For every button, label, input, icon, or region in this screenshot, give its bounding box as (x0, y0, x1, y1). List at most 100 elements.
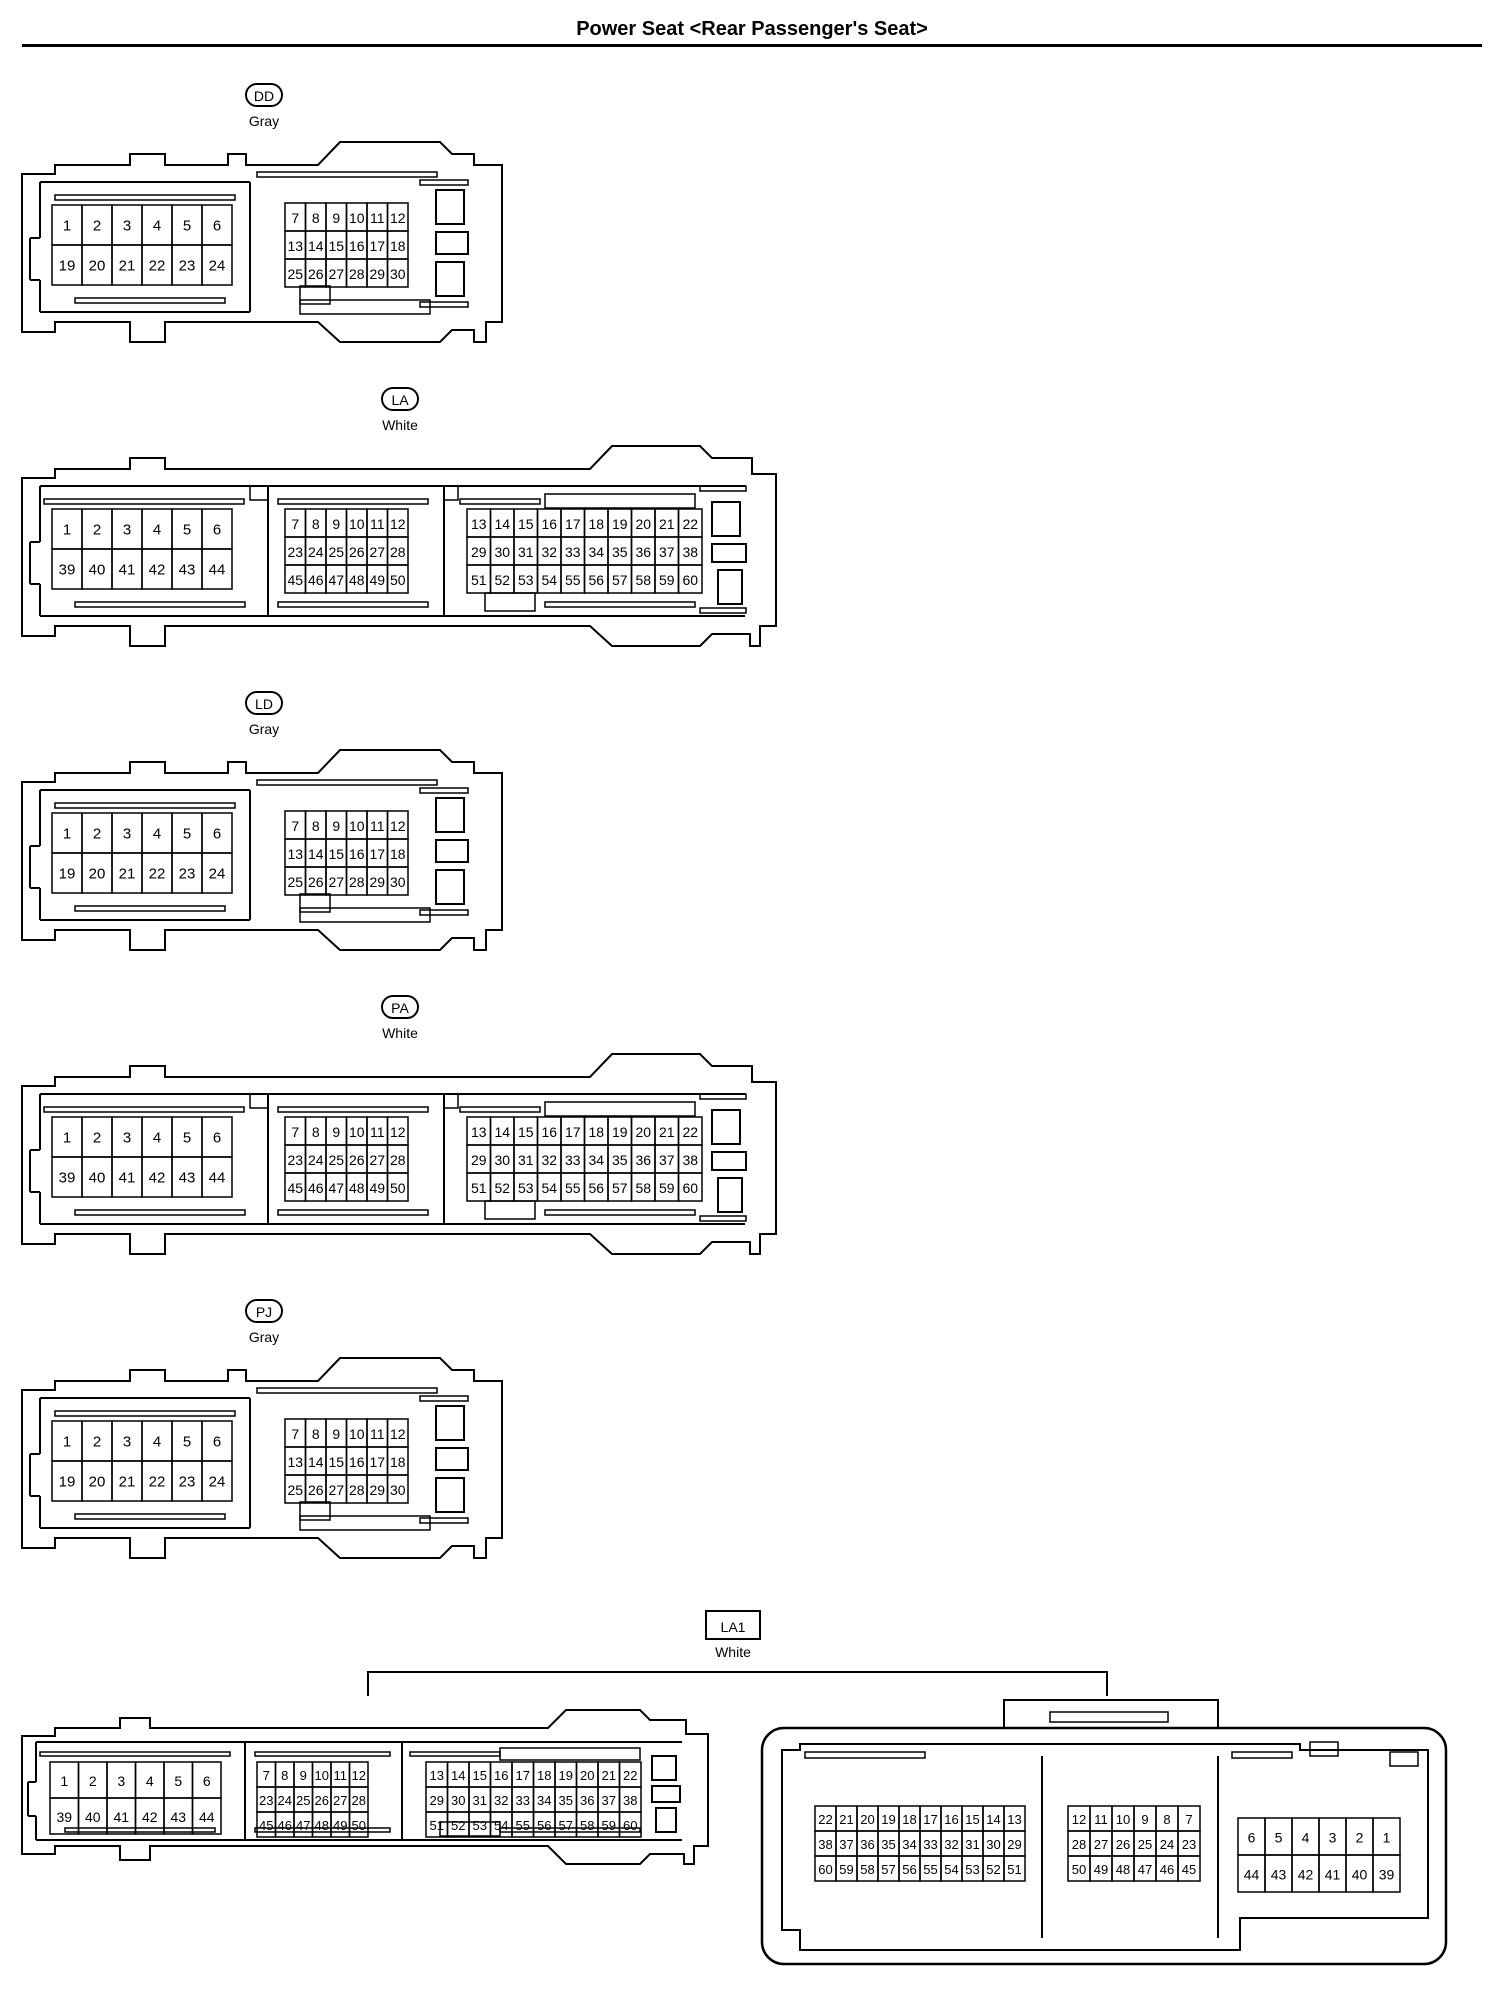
pin-number: 48 (1116, 1862, 1130, 1877)
pin-number: 37 (659, 544, 675, 560)
pin-number: 24 (308, 1152, 324, 1168)
pin-number: 49 (369, 572, 385, 588)
pin-number: 33 (565, 1152, 581, 1168)
pin-number: 47 (328, 572, 344, 588)
pin-number: 56 (902, 1862, 916, 1877)
pin-number: 47 (296, 1818, 310, 1833)
pin-number: 11 (370, 818, 385, 834)
pin-number: 54 (541, 572, 557, 588)
pin-number: 28 (390, 544, 406, 560)
pin-number: 13 (1007, 1812, 1021, 1827)
pin-number: 12 (390, 1124, 406, 1140)
pin-number: 42 (149, 562, 166, 579)
pin-number: 32 (541, 544, 557, 560)
pin-number: 32 (944, 1837, 958, 1852)
latch-rail (74, 905, 226, 912)
pin-number: 30 (494, 544, 510, 560)
pin-number: 57 (612, 572, 628, 588)
pin-number: 7 (291, 516, 299, 532)
lock-rail (699, 485, 747, 492)
connector-color: Gray (249, 113, 279, 129)
pin-number: 24 (278, 1793, 292, 1808)
lock-slot (717, 569, 743, 605)
pin-number: 22 (818, 1812, 832, 1827)
pin-number: 52 (494, 1180, 510, 1196)
latch-rail (256, 171, 438, 178)
pin-number: 30 (390, 266, 406, 282)
pin-number: 37 (839, 1837, 853, 1852)
lock-slot (435, 869, 465, 905)
pin-number: 30 (390, 874, 406, 890)
pin-number: 24 (209, 866, 226, 883)
pin-number: 10 (349, 1426, 365, 1442)
pin-number: 28 (349, 1482, 365, 1498)
pin-number: 11 (370, 210, 385, 226)
pin-number: 15 (328, 846, 344, 862)
inner-frame (29, 485, 745, 617)
lock-slot (711, 543, 747, 563)
pin-number: 50 (1072, 1862, 1086, 1877)
pin-number: 38 (682, 544, 698, 560)
pin-number: 22 (149, 866, 166, 883)
connector-color: Gray (249, 721, 279, 737)
pin-number: 10 (349, 210, 365, 226)
pin-number: 11 (370, 1124, 385, 1140)
pin-number: 11 (334, 1768, 348, 1783)
pin-number: 27 (333, 1793, 347, 1808)
pin-number: 11 (1094, 1812, 1108, 1827)
pin-number: 45 (259, 1818, 273, 1833)
connector-color: White (382, 1025, 418, 1041)
pin-number: 50 (390, 1180, 406, 1196)
pin-number: 44 (1244, 1867, 1260, 1883)
pin-number: 12 (352, 1768, 366, 1783)
pin-number: 28 (349, 266, 365, 282)
pin-number: 18 (588, 1124, 604, 1140)
latch-rail (54, 1410, 236, 1417)
pin-number: 26 (308, 1482, 324, 1498)
latch-rail (43, 1106, 245, 1113)
pin-number: 27 (369, 1152, 385, 1168)
pin-number: 48 (349, 1180, 365, 1196)
pin-number: 21 (119, 866, 136, 883)
latch-rail (544, 1101, 696, 1117)
lock-rail (699, 1215, 747, 1222)
latch-rail (74, 1209, 246, 1216)
pin-number: 28 (352, 1793, 366, 1808)
pin-number: 54 (541, 1180, 557, 1196)
connector-id: PA (391, 1000, 409, 1016)
pin-number: 30 (390, 1482, 406, 1498)
pin-number: 50 (352, 1818, 366, 1833)
latch-rail (43, 498, 245, 505)
connector-color: White (382, 417, 418, 433)
pin-number: 38 (623, 1793, 637, 1808)
pin-number: 47 (1138, 1862, 1152, 1877)
pin-cell (191, 1797, 222, 1835)
divider-notch (249, 1093, 269, 1109)
pin-number: 30 (494, 1152, 510, 1168)
pin-number: 36 (860, 1837, 874, 1852)
pin-number: 53 (518, 1180, 534, 1196)
pin-number: 35 (881, 1837, 895, 1852)
pin-number: 7 (291, 818, 299, 834)
pin-number: 31 (473, 1793, 487, 1808)
pin-number: 57 (881, 1862, 895, 1877)
pin-number: 54 (944, 1862, 958, 1877)
pin-number: 8 (312, 1426, 320, 1442)
pin-number: 13 (471, 516, 487, 532)
pin-number: 15 (473, 1768, 487, 1783)
pin-number: 57 (612, 1180, 628, 1196)
pin-number: 4 (153, 522, 161, 539)
pin-number: 12 (390, 516, 406, 532)
key-slot (484, 1200, 536, 1220)
latch-rail (54, 802, 236, 809)
pin-number: 9 (332, 516, 340, 532)
pin-number: 8 (312, 1124, 320, 1140)
lock-slot (435, 1477, 465, 1513)
pin-number: 55 (516, 1818, 530, 1833)
pin-number: 17 (369, 1454, 385, 1470)
pin-number: 3 (117, 1773, 125, 1789)
pin-number: 30 (451, 1793, 465, 1808)
pin-number: 15 (518, 1124, 534, 1140)
